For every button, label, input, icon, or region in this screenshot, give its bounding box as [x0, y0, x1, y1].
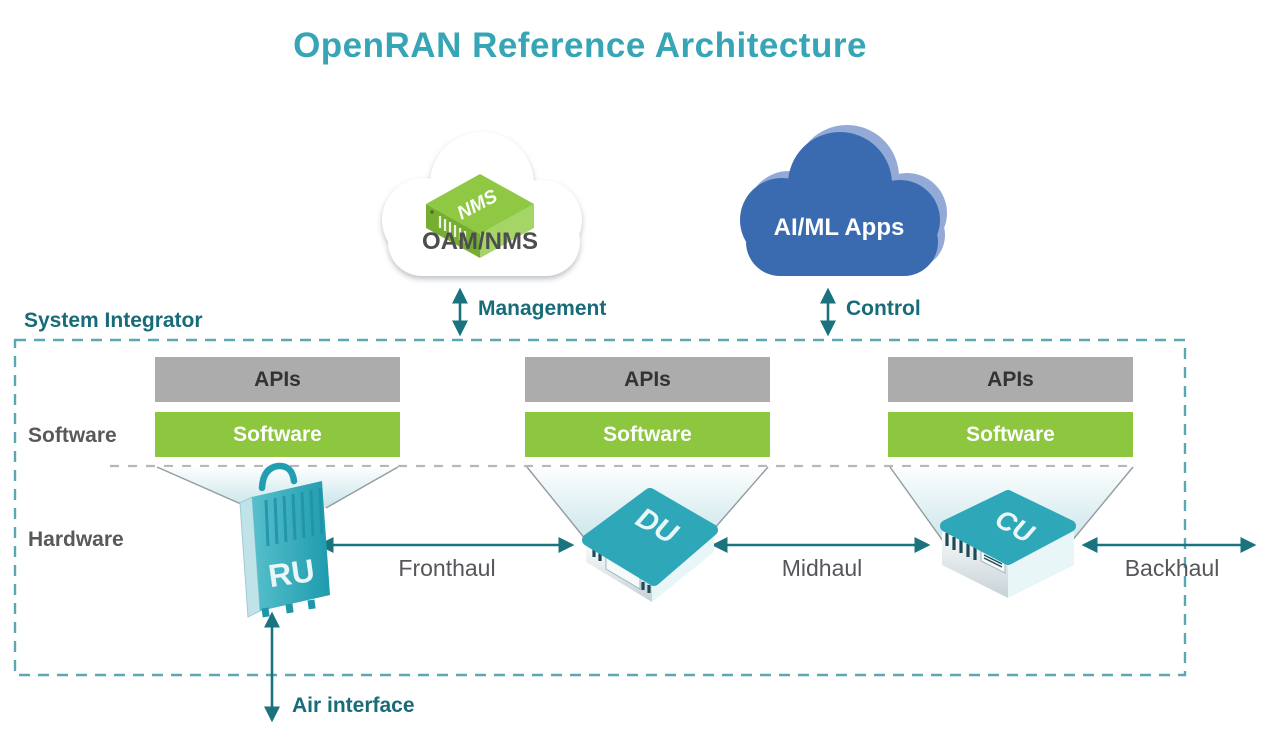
du-stack: APIs Software [525, 357, 770, 457]
cu-stack: APIs Software [888, 357, 1133, 457]
aiml-apps-label: AI/ML Apps [773, 214, 905, 241]
cloud-front-shape [740, 132, 940, 276]
cu-label: CU [990, 503, 1040, 549]
du-ports [592, 549, 651, 593]
cu-sticker [980, 549, 1006, 574]
du-top-face [582, 488, 718, 586]
cu-right-face [1008, 528, 1074, 598]
aiml-cloud [740, 125, 947, 276]
cu-funnel [889, 466, 1134, 549]
du-front-face [586, 542, 652, 602]
page-title: OpenRAN Reference Architecture [293, 26, 867, 65]
apis-bar: APIs [155, 357, 400, 402]
ru-handle [258, 462, 298, 492]
nms-vents [438, 216, 467, 243]
oam-nms-label: OAM/NMS [422, 228, 538, 255]
software-bar: Software [888, 412, 1133, 457]
cu-vents [945, 533, 977, 560]
cu-front-face [942, 528, 1008, 598]
software-bar: Software [525, 412, 770, 457]
link-arrows [263, 287, 1257, 723]
du-device: DU [582, 488, 718, 602]
du-display [605, 556, 641, 590]
cu-sticker-lines [983, 554, 1003, 568]
fronthaul-label: Fronthaul [398, 555, 496, 581]
ru-vents [264, 487, 324, 547]
cu-top-face [940, 490, 1076, 565]
air-interface-label: Air interface [292, 694, 415, 717]
ru-stack: APIs Software [155, 357, 400, 457]
hardware-row-label: Hardware [28, 528, 124, 551]
ru-label: RU [266, 552, 317, 594]
apis-bar: APIs [888, 357, 1133, 402]
du-funnel [526, 466, 769, 546]
oam-nms-cloud: NMS [382, 132, 582, 276]
cu-device: CU [940, 490, 1076, 598]
software-row-label: Software [28, 424, 117, 447]
control-label: Control [846, 297, 921, 320]
ru-device: RU [239, 462, 330, 618]
management-label: Management [478, 297, 607, 320]
apis-bar: APIs [525, 357, 770, 402]
nms-server-icon: NMS [426, 174, 534, 258]
du-right-face [652, 530, 714, 602]
ru-funnel [156, 466, 399, 509]
backhaul-label: Backhaul [1124, 555, 1220, 581]
du-label: DU [630, 502, 683, 551]
software-bar: Software [155, 412, 400, 457]
midhaul-label: Midhaul [781, 555, 863, 581]
system-integrator-label: System Integrator [24, 309, 203, 332]
